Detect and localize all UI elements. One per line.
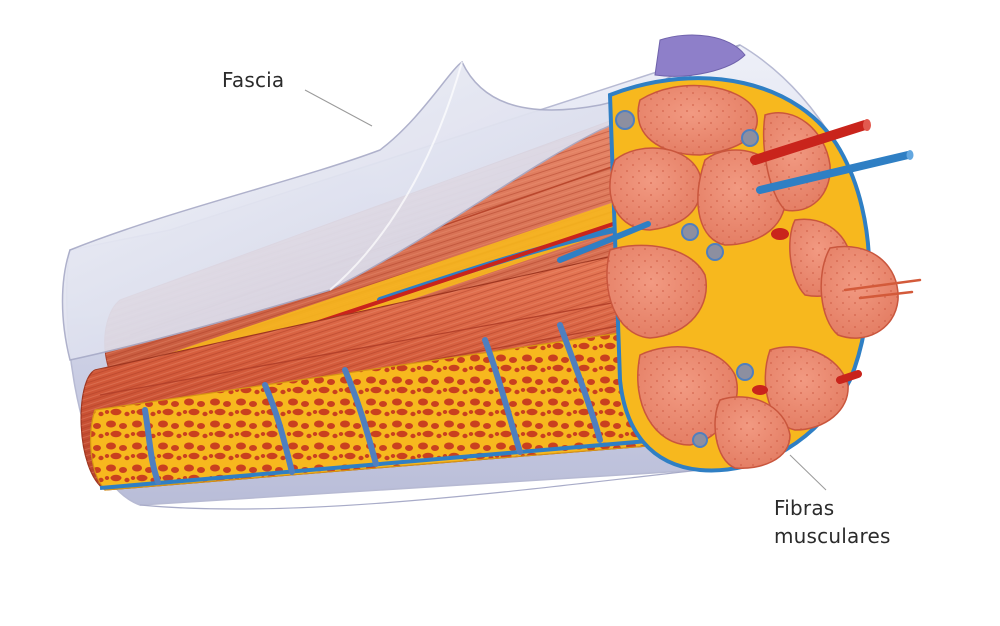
cross-section: [606, 76, 899, 473]
fascia-label: Fascia: [222, 68, 285, 92]
muscle-fibers-label: Fibras musculares: [774, 496, 891, 548]
adipose-tissue: [90, 329, 681, 491]
fascia-flap: [61, 34, 746, 361]
protruding-vessels: [557, 119, 922, 384]
fascia-leader-line: [304, 89, 373, 127]
transverse-vessels: [142, 322, 603, 485]
fibers-leader-line: [789, 454, 827, 491]
